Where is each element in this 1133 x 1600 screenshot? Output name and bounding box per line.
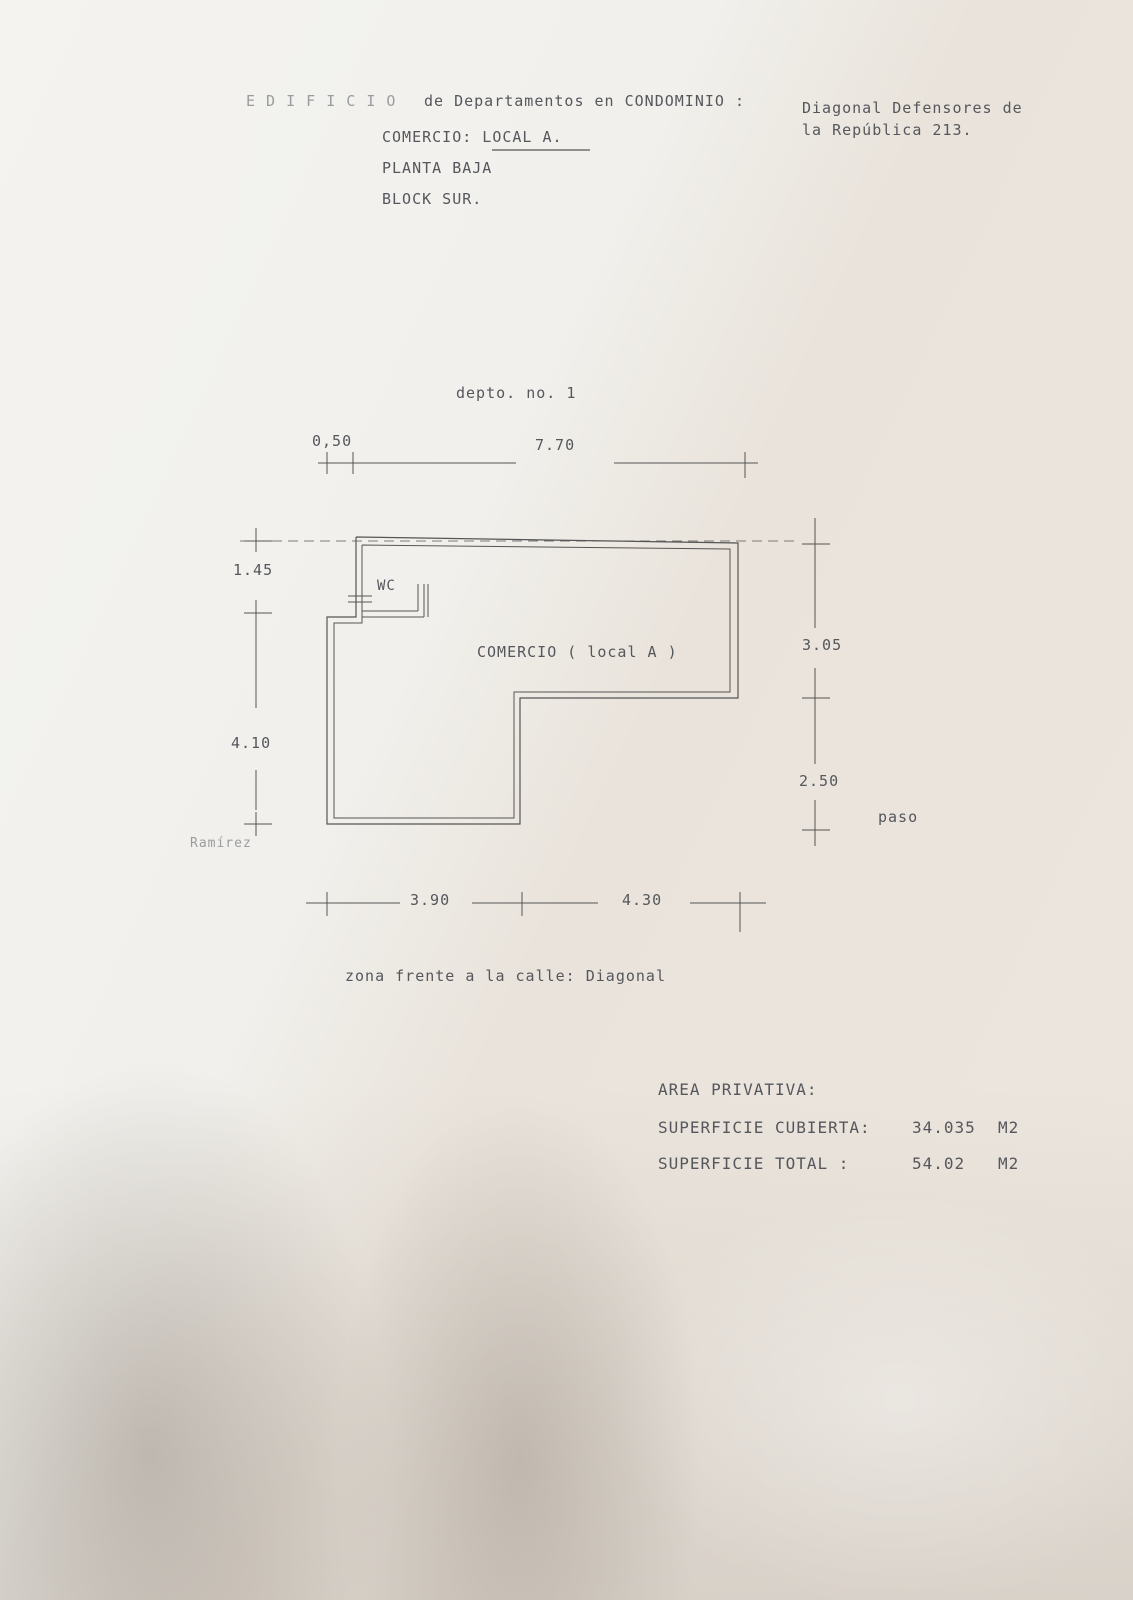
covered-area-label: SUPERFICIE CUBIERTA: — [658, 1118, 871, 1137]
neighbor-label: depto. no. 1 — [456, 384, 577, 402]
outer-wall — [326, 536, 739, 825]
top-dimension-line — [318, 452, 758, 478]
header-address-line1: Diagonal Defensores de — [802, 99, 1023, 117]
wc-label: WC — [377, 578, 396, 594]
total-area-value: 54.02 — [912, 1154, 966, 1173]
covered-area-unit: M2 — [998, 1118, 1020, 1137]
dim-top-total: 7.70 — [535, 436, 576, 454]
wc-partition — [348, 584, 429, 618]
total-area-label: SUPERFICIE TOTAL : — [658, 1154, 850, 1173]
header-block: BLOCK SUR. — [382, 190, 483, 208]
dim-bottom-right: 4.30 — [622, 891, 663, 909]
header-title: de Departamentos en CONDOMINIO : — [424, 92, 745, 110]
street-note: zona frente a la calle: Diagonal — [345, 967, 666, 985]
total-area-unit: M2 — [998, 1154, 1020, 1173]
dim-right-lower: 2.50 — [799, 772, 840, 790]
header-commerce: COMERCIO: LOCAL A. — [382, 128, 563, 146]
passage-label: paso — [878, 808, 919, 826]
covered-area-value: 34.035 — [912, 1118, 976, 1137]
area-title: AREA PRIVATIVA: — [658, 1080, 818, 1099]
dim-left-upper: 1.45 — [233, 561, 274, 579]
header-address-line2: la República 213. — [802, 121, 973, 139]
left-neighbor-label: Ramírez — [190, 836, 252, 851]
dim-right-upper: 3.05 — [802, 636, 843, 654]
header-floor: PLANTA BAJA — [382, 159, 493, 177]
dim-top-small: 0,50 — [312, 432, 353, 450]
header-building-word: E D I F I C I O — [246, 92, 397, 110]
dim-bottom-left: 3.90 — [410, 891, 451, 909]
left-dimension-line — [244, 528, 272, 836]
inner-wall — [333, 544, 731, 819]
right-dimension-line — [802, 518, 830, 846]
bottom-dimension-line — [306, 892, 766, 932]
room-label: COMERCIO ( local A ) — [477, 643, 678, 661]
dim-left-lower: 4.10 — [231, 734, 272, 752]
